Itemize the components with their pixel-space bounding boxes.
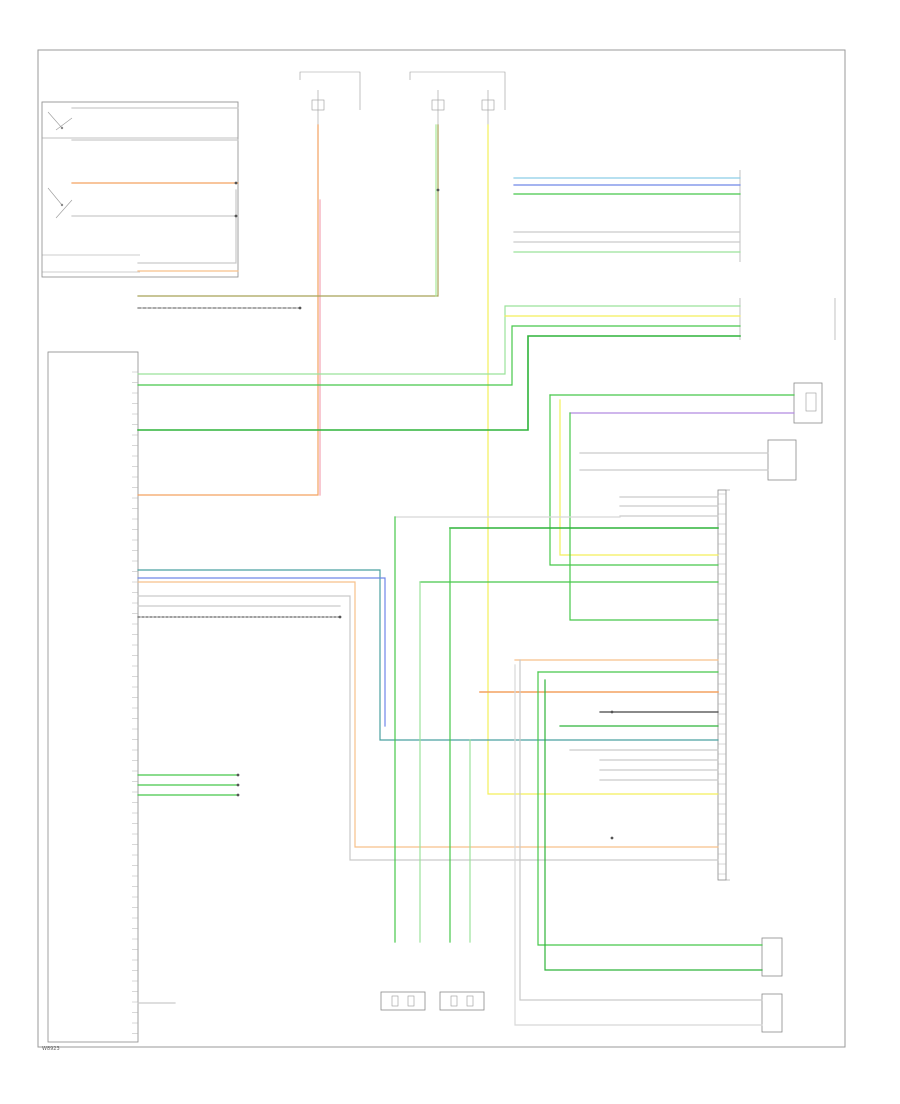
fuse-block-right (409, 71, 506, 125)
main-control-module-box (47, 351, 139, 1043)
left-module-pin-ticks (132, 371, 138, 1034)
wire-green-speaker-down-2 (569, 412, 719, 621)
wire-orange-fuse-down (137, 124, 319, 496)
wire-group (71, 107, 795, 1026)
wire-gray-rear-3 (519, 659, 763, 1001)
speaker-right-front (793, 382, 823, 424)
wire-gray-rear-4 (514, 664, 763, 1026)
right-module-box (717, 489, 727, 881)
speaker-bottom-left (380, 991, 426, 1011)
wire-teal-lower-1 (137, 569, 719, 741)
sheet-id: W8923 (42, 1046, 60, 1052)
right-module-pin-ticks (718, 493, 726, 875)
wire-olive-ground (137, 124, 439, 297)
switch-group-top-left (41, 101, 239, 278)
wire-green-rear-1 (537, 671, 763, 946)
diagram-frame (37, 49, 846, 1048)
wire-switch-to-module-a (137, 189, 237, 264)
wire-yellow-speaker-front (559, 399, 719, 556)
speaker-right-rear (767, 439, 797, 481)
fuse-block-left (299, 71, 361, 125)
wire-gray-lower-4 (137, 595, 719, 861)
speaker-bottom-right (439, 991, 485, 1011)
splice-dots (234, 181, 614, 840)
wire-green-speaker-front-down (549, 394, 719, 566)
wire-green-rear-2 (544, 679, 763, 971)
connector-top-right (739, 170, 836, 340)
wire-blue-lower-2 (137, 577, 386, 727)
wire-orange-lower-3 (137, 581, 719, 848)
wire-yellow-main (487, 124, 719, 795)
speaker-rear-1 (761, 937, 783, 977)
speaker-rear-2 (761, 993, 783, 1033)
wire-green-out-3 (137, 335, 741, 431)
wire-lightgreen-out-1 (137, 305, 741, 375)
wire-green-out-2 (137, 325, 741, 386)
